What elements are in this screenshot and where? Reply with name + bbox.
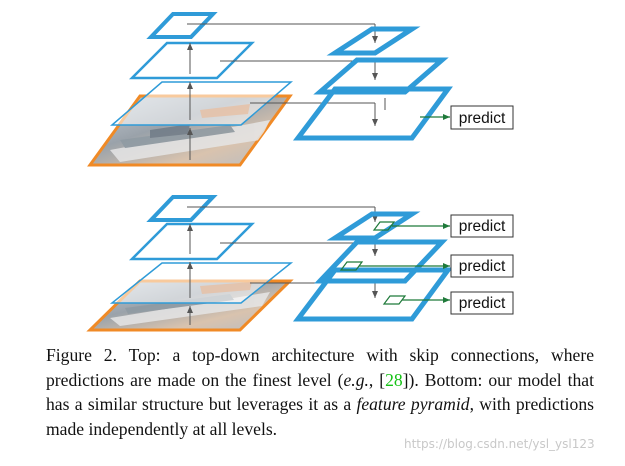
top-panel: predict bbox=[87, 12, 514, 167]
output-level-1-bottom bbox=[292, 267, 453, 322]
svg-text:predict: predict bbox=[459, 258, 506, 275]
pyramid-level-2 bbox=[128, 41, 256, 80]
output-level-1 bbox=[292, 86, 453, 141]
pyramid-level-3 bbox=[146, 12, 218, 39]
pyramid-level-2-bottom bbox=[128, 222, 256, 261]
region-box-level-2 bbox=[339, 261, 364, 271]
figure-label: Figure 2. bbox=[46, 345, 118, 365]
region-box-level-1 bbox=[382, 295, 407, 305]
predict-box-bottom-1: predict bbox=[450, 214, 514, 238]
svg-text:predict: predict bbox=[459, 295, 506, 312]
output-level-2 bbox=[313, 57, 449, 95]
citation-link[interactable]: 28 bbox=[385, 369, 403, 390]
pyramid-level-1-bottom bbox=[109, 262, 294, 304]
pyramid-level-1 bbox=[109, 81, 294, 126]
bottom-panel: predict predict predict bbox=[86, 195, 514, 332]
predict-box-bottom-3: predict bbox=[450, 291, 514, 315]
predict-box-top: predict bbox=[450, 105, 514, 130]
figure-2-diagram: predict bbox=[86, 12, 514, 332]
region-box-level-3 bbox=[372, 221, 396, 231]
output-level-3-bottom bbox=[326, 211, 421, 241]
pyramid-level-3-bottom bbox=[146, 195, 218, 222]
watermark: https://blog.csdn.net/ysl_ysl123 bbox=[404, 437, 595, 451]
output-level-3 bbox=[326, 26, 421, 56]
figure-caption: Figure 2. Top: a top-down architecture w… bbox=[46, 345, 595, 439]
svg-text:predict: predict bbox=[459, 218, 506, 235]
predict-box-bottom-2: predict bbox=[450, 254, 514, 278]
svg-text:predict: predict bbox=[459, 110, 506, 127]
output-level-2-bottom bbox=[314, 239, 448, 284]
